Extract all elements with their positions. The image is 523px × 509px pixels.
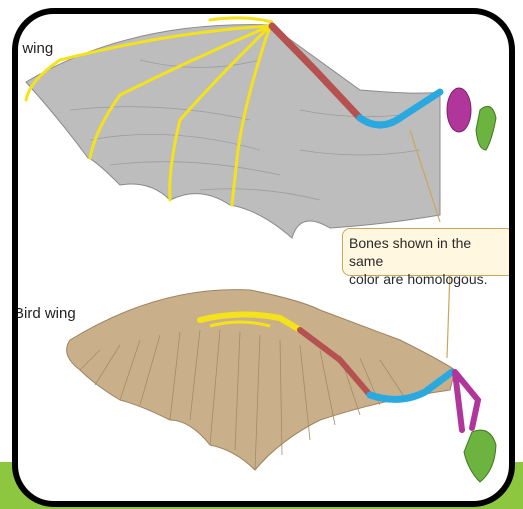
bird-wing-label: Bird wing	[14, 305, 76, 322]
bat-magenta-bone	[447, 88, 471, 132]
callout-line-1: Bones shown in the same	[349, 234, 508, 270]
bird-green-bone	[464, 430, 496, 482]
homology-callout: Bones shown in the same color are homolo…	[342, 228, 515, 276]
callout-line-2: color are homologous.	[349, 270, 508, 288]
bird-magenta-bone	[455, 372, 478, 430]
bat-green-bone	[476, 106, 496, 150]
figure-frame: t wing Bird wing Bones shown in the same…	[12, 8, 515, 507]
bat-thumb	[210, 18, 272, 22]
bat-wing	[26, 18, 496, 238]
bat-wing-label: t wing	[14, 40, 53, 57]
bird-wing	[67, 290, 496, 482]
